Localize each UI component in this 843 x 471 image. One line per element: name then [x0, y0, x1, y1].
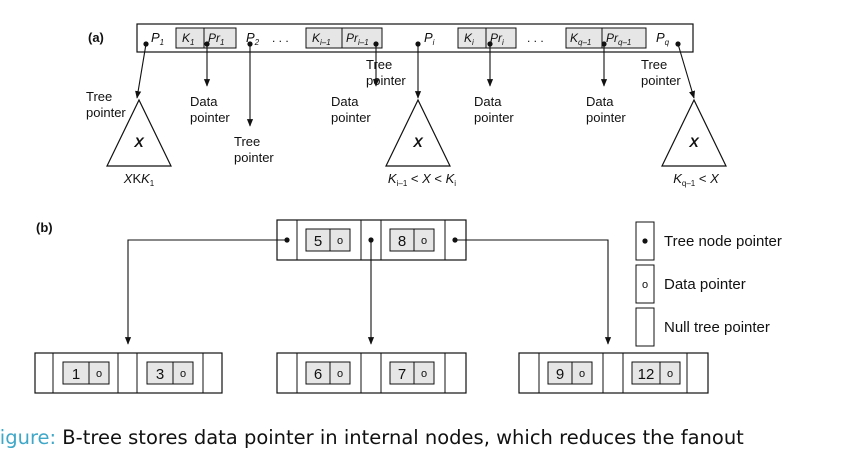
- legend-swatch-null-tree-pointer: [635, 307, 655, 347]
- leaf-1-key-2: 3: [156, 366, 164, 383]
- data-pointer-pri: Pri: [490, 31, 504, 47]
- data-pointer-cell-pri-1: [341, 27, 383, 49]
- root-data-pointer-1: o: [337, 235, 343, 247]
- leaf-2-data-pointer-1: o: [337, 368, 343, 380]
- leaf-2-key-1: 6: [314, 366, 322, 383]
- data-pointer-pr1: Pr1: [208, 31, 224, 47]
- leaf-node-2: 6 o 7 o: [276, 352, 467, 394]
- data-pointer-prq-1: Prq–1: [606, 31, 631, 47]
- leaf-1-data-pointer-1: o: [96, 368, 102, 380]
- leaf-3-key-2: 12: [638, 366, 655, 383]
- caption-label: Figure:: [0, 426, 57, 449]
- leaf-node-1: 1 o 3 o: [34, 352, 223, 394]
- key-ki-1: Ki–1: [312, 31, 331, 47]
- tree-pointer-p2: P2: [246, 30, 260, 47]
- leaf-2-key-2: 7: [398, 366, 406, 383]
- pointer-arrows-a: [135, 43, 695, 127]
- legend-symbol-data-pointer: o: [642, 279, 648, 291]
- subtree-2: X Ki–1 < X < Ki: [385, 98, 456, 188]
- root-key-1: 5: [314, 233, 322, 250]
- subtree-symbol-2: X: [412, 134, 424, 150]
- data-pointer-cell-pr1: [203, 27, 237, 49]
- leaf-node-3: 9 o 12 o: [518, 352, 709, 394]
- root-key-2: 8: [398, 233, 406, 250]
- ellipsis-2: . . .: [527, 31, 544, 45]
- root-data-pointer-2: o: [421, 235, 427, 247]
- leaf-2-data-pointer-2: o: [421, 368, 427, 380]
- data-pointer-cell-prq-1: [601, 27, 647, 49]
- part-b-label: (b): [36, 220, 53, 235]
- key-kq-1: Kq–1: [570, 31, 591, 47]
- key-ki: Ki: [464, 31, 474, 47]
- legend: Tree node pointer o Data pointer Null tr…: [635, 221, 782, 347]
- legend-label-null-tree-pointer: Null tree pointer: [664, 319, 770, 336]
- tree-pointer-pq: Pq: [656, 30, 670, 47]
- btree-figure: (a) P1 K1 Pr1 P2 . . . Ki–1 Pri–1 Pi Ki …: [34, 23, 782, 394]
- key-k1: K1: [182, 31, 194, 47]
- leaf-3-data-pointer-2: o: [667, 368, 673, 380]
- ellipsis-1: . . .: [272, 31, 289, 45]
- data-pointer-pri-1: Pri–1: [346, 31, 369, 47]
- subtree-condition-1: XKK1: [123, 171, 155, 188]
- tree-pointer-pi: Pi: [424, 30, 435, 47]
- subtree-symbol-1: X: [133, 134, 145, 150]
- leaf-3-key-1: 9: [556, 366, 564, 383]
- subtree-condition-3: Kq–1 < X: [673, 171, 720, 188]
- legend-swatch-data-pointer: [635, 264, 655, 304]
- root-arrows: [124, 239, 612, 345]
- leaf-3-data-pointer-1: o: [579, 368, 585, 380]
- subtree-symbol-3: X: [688, 134, 700, 150]
- legend-label-tree-node-pointer: Tree node pointer: [664, 233, 782, 250]
- subtree-3: X Kq–1 < X: [661, 98, 727, 188]
- leaf-1-key-1: 1: [72, 366, 80, 383]
- internal-node: P1 K1 Pr1 P2 . . . Ki–1 Pri–1 Pi Ki Pri …: [136, 23, 694, 53]
- leaf-1-data-pointer-2: o: [180, 368, 186, 380]
- legend-label-data-pointer: Data pointer: [664, 276, 746, 293]
- part-a-label: (a): [88, 30, 104, 45]
- subtree-1: X XKK1: [106, 98, 172, 188]
- tree-pointer-p1: P1: [151, 30, 164, 47]
- caption-text: B-tree stores data pointer in internal n…: [56, 426, 744, 449]
- figure-caption: Figure: B-tree stores data pointer in in…: [0, 426, 833, 456]
- data-pointer-cell-pri: [485, 27, 517, 49]
- subtree-condition-2: Ki–1 < X < Ki: [388, 171, 456, 188]
